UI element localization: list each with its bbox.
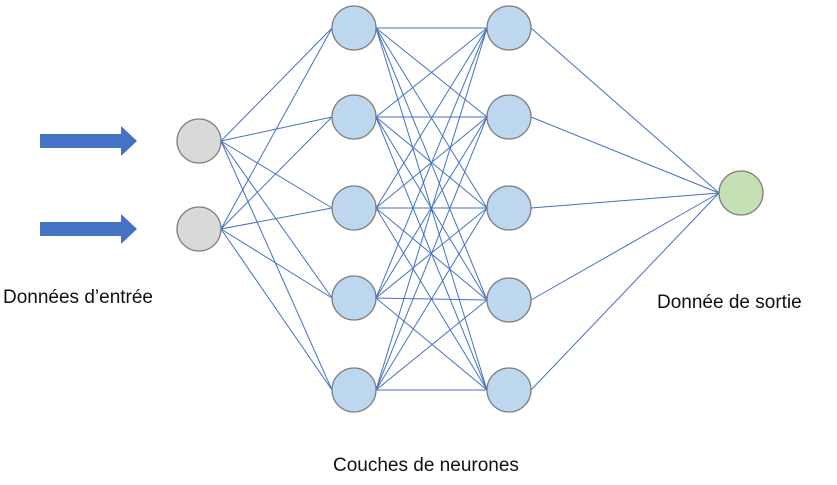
output-data-label: Donnée de sortie bbox=[657, 292, 802, 313]
edge-hidden-2-1-to-output-1 bbox=[530, 27, 720, 194]
node-hidden-1-5 bbox=[331, 367, 377, 413]
edge-input-2-to-hidden-1-5 bbox=[220, 228, 333, 391]
edge-input-2-to-hidden-1-3 bbox=[220, 207, 333, 230]
edge-input-1-to-hidden-1-5 bbox=[220, 140, 333, 391]
edge-hidden-1-4-to-hidden-2-5 bbox=[375, 297, 488, 391]
edge-hidden-1-5-to-hidden-2-4 bbox=[375, 299, 488, 391]
input-arrow-icon-1 bbox=[40, 126, 137, 156]
nodes bbox=[176, 5, 764, 413]
input-data-label: Données d’entrée bbox=[3, 287, 153, 308]
edge-hidden-1-3-to-hidden-2-1 bbox=[375, 27, 488, 209]
edge-hidden-2-2-to-output-1 bbox=[530, 116, 720, 194]
edge-input-1-to-hidden-1-4 bbox=[220, 140, 333, 299]
node-output-1 bbox=[718, 170, 764, 216]
node-hidden-2-3 bbox=[486, 185, 532, 231]
node-hidden-2-1 bbox=[486, 5, 532, 51]
node-hidden-2-4 bbox=[486, 277, 532, 323]
edge-hidden-2-5-to-output-1 bbox=[530, 192, 720, 391]
node-input-1 bbox=[176, 118, 222, 164]
node-hidden-1-4 bbox=[331, 275, 377, 321]
node-hidden-1-2 bbox=[331, 94, 377, 140]
node-hidden-1-1 bbox=[331, 5, 377, 51]
edges bbox=[220, 27, 720, 391]
edge-hidden-1-5-to-hidden-2-2 bbox=[375, 116, 488, 391]
node-hidden-1-3 bbox=[331, 185, 377, 231]
hidden-layers-label: Couches de neurones bbox=[333, 455, 519, 476]
edge-hidden-1-5-to-hidden-2-1 bbox=[375, 27, 488, 391]
node-input-2 bbox=[176, 206, 222, 252]
edge-input-2-to-hidden-1-2 bbox=[220, 116, 333, 230]
edge-hidden-2-3-to-output-1 bbox=[530, 192, 720, 209]
edge-hidden-2-4-to-output-1 bbox=[530, 192, 720, 301]
edge-input-2-to-hidden-1-4 bbox=[220, 228, 333, 299]
edge-input-1-to-hidden-1-1 bbox=[220, 27, 333, 142]
edge-input-1-to-hidden-1-3 bbox=[220, 140, 333, 209]
edge-hidden-1-5-to-hidden-2-3 bbox=[375, 207, 488, 391]
input-arrow-icon-2 bbox=[40, 214, 137, 244]
node-hidden-2-2 bbox=[486, 94, 532, 140]
edge-input-2-to-hidden-1-1 bbox=[220, 27, 333, 230]
edge-hidden-1-2-to-hidden-2-1 bbox=[375, 27, 488, 118]
edge-hidden-1-4-to-hidden-2-1 bbox=[375, 27, 488, 299]
node-hidden-2-5 bbox=[486, 367, 532, 413]
input-arrows bbox=[40, 126, 137, 244]
